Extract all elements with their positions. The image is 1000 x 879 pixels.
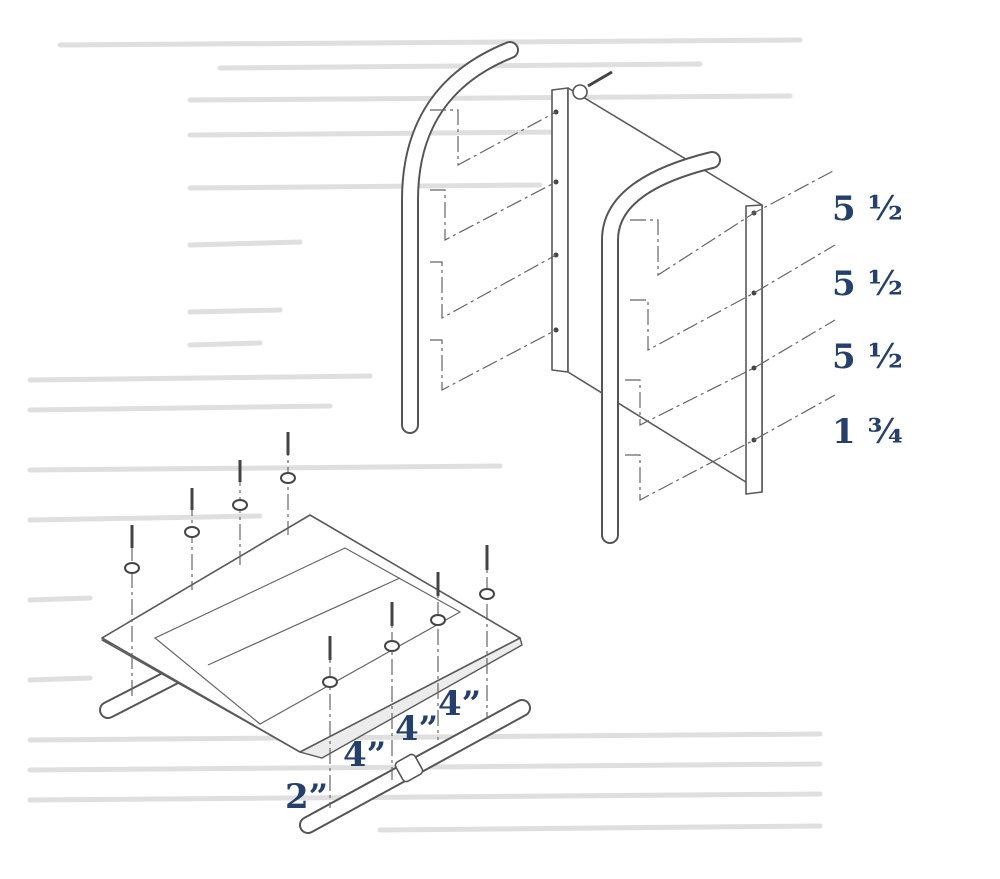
back-dimension-3: 5 ½ (832, 337, 903, 377)
back-screw-icon (587, 70, 613, 88)
back-right-tube (601, 151, 721, 544)
seat-screw-1 (124, 525, 140, 700)
seat-board (101, 514, 523, 759)
seat-dimension-2: 4” (395, 709, 438, 749)
seat-screw-3 (232, 460, 248, 565)
back-dimension-4: 1 ¾ (832, 412, 903, 452)
back-dimension-labels: 5 ½ 5 ½ 5 ½ 1 ¾ (832, 189, 903, 452)
seat-screw-2 (184, 488, 200, 590)
grommet-icon (572, 84, 588, 100)
ghost-text-background (27, 37, 823, 833)
back-dimension-2: 5 ½ (832, 264, 903, 304)
seat-screw-7 (430, 572, 446, 740)
seat-fasteners (124, 432, 495, 808)
seat-dimension-1: 4” (438, 684, 481, 724)
seat-screw-4 (280, 432, 296, 535)
seat-dimension-4: 2” (285, 777, 328, 817)
back-dimension-1: 5 ½ (832, 189, 903, 229)
seat-screw-6 (384, 602, 400, 780)
seat-dimension-3: 4” (343, 735, 386, 775)
back-left-tube (401, 41, 519, 434)
seat-dimension-labels: 4” 4” 4” 2” (285, 684, 481, 817)
back-mounting-lines (430, 109, 836, 501)
seat-screw-8 (479, 545, 495, 718)
seat-screw-5 (322, 636, 338, 808)
back-panel (551, 70, 763, 495)
seat-rail-front (299, 699, 531, 834)
